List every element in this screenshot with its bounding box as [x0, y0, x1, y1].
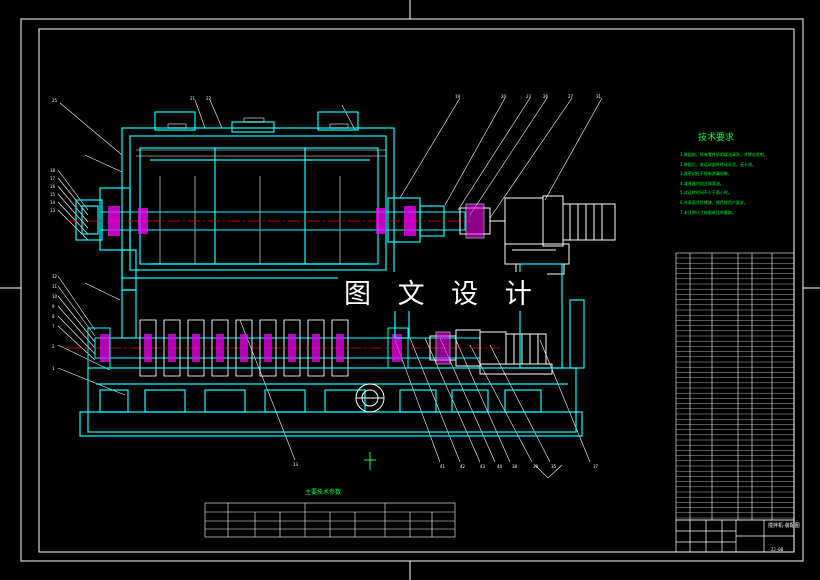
- svg-text:16: 16: [50, 184, 56, 189]
- svg-text:20: 20: [501, 94, 507, 99]
- svg-text:10: 10: [52, 294, 58, 299]
- svg-text:23: 23: [526, 94, 532, 99]
- tech-note: 6.外表面涂防锈漆，颜色按用户要求。: [680, 199, 748, 205]
- svg-text:2: 2: [52, 344, 55, 349]
- upper-shaft: [68, 206, 470, 236]
- watermark-text: 图 文 设 计: [338, 272, 547, 311]
- svg-text:37: 37: [593, 464, 599, 469]
- tech-note: 2.装配后，各运动部件转动灵活，无卡滞。: [680, 161, 756, 167]
- svg-text:7: 7: [52, 324, 55, 329]
- svg-text:1: 1: [52, 366, 55, 371]
- svg-text:13: 13: [50, 208, 56, 213]
- svg-text:44: 44: [497, 464, 503, 469]
- base-bearing-circle: [355, 383, 385, 413]
- svg-text:15: 15: [50, 192, 56, 197]
- svg-text:27: 27: [568, 94, 574, 99]
- parameter-table: [204, 502, 456, 538]
- svg-text:21: 21: [190, 96, 196, 101]
- title-block-name: 搅拌机-装配图: [768, 523, 800, 529]
- title-block-code: ZJ-00: [771, 547, 784, 552]
- svg-text:25: 25: [52, 98, 58, 103]
- svg-text:43: 43: [480, 464, 486, 469]
- svg-text:14: 14: [50, 200, 56, 205]
- svg-text:42: 42: [460, 464, 466, 469]
- svg-text:17: 17: [50, 176, 56, 181]
- svg-text:38: 38: [512, 464, 518, 469]
- parts-list-rows: [676, 257, 794, 519]
- upper-drive: [459, 195, 616, 275]
- tech-note: 4.减速器内加注润滑油。: [680, 180, 724, 186]
- tech-note: 3.各密封处不得有渗漏现象。: [680, 171, 732, 177]
- svg-text:8: 8: [52, 314, 55, 319]
- svg-text:35: 35: [551, 464, 557, 469]
- leader-lines: [57, 97, 603, 479]
- tech-note: 5.试运转时间不少于两小时。: [680, 190, 732, 196]
- svg-text:12: 12: [52, 274, 58, 279]
- parameter-table-title: 主要技术参数: [305, 489, 342, 496]
- section-mark: [364, 452, 376, 470]
- svg-text:19: 19: [455, 94, 461, 99]
- svg-text:39: 39: [533, 464, 539, 469]
- upper-drum-detail: [136, 117, 386, 264]
- lower-drive: [429, 329, 553, 375]
- svg-text:9: 9: [52, 304, 55, 309]
- title-block: [675, 519, 795, 553]
- svg-text:13: 13: [293, 462, 299, 467]
- svg-text:22: 22: [206, 96, 212, 101]
- upper-drum-assembly: [75, 111, 445, 291]
- svg-text:11: 11: [52, 284, 58, 289]
- tech-note: 1.装配前，所有零件须用煤油清洗，并除去毛刺。: [680, 152, 768, 157]
- svg-text:18: 18: [50, 168, 56, 173]
- technical-requirements-list: 1.装配前，所有零件须用煤油清洗，并除去毛刺。 2.装配后，各运动部件转动灵活，…: [680, 150, 768, 217]
- technical-requirements-title: 技术要求: [698, 133, 735, 143]
- svg-text:31: 31: [596, 94, 602, 99]
- machine-base: [79, 263, 585, 437]
- svg-text:41: 41: [440, 464, 446, 469]
- svg-text:26: 26: [543, 94, 549, 99]
- tech-note: 7.未注明尺寸按图纸比例量取。: [680, 209, 736, 215]
- parts-list-grid: [675, 252, 795, 521]
